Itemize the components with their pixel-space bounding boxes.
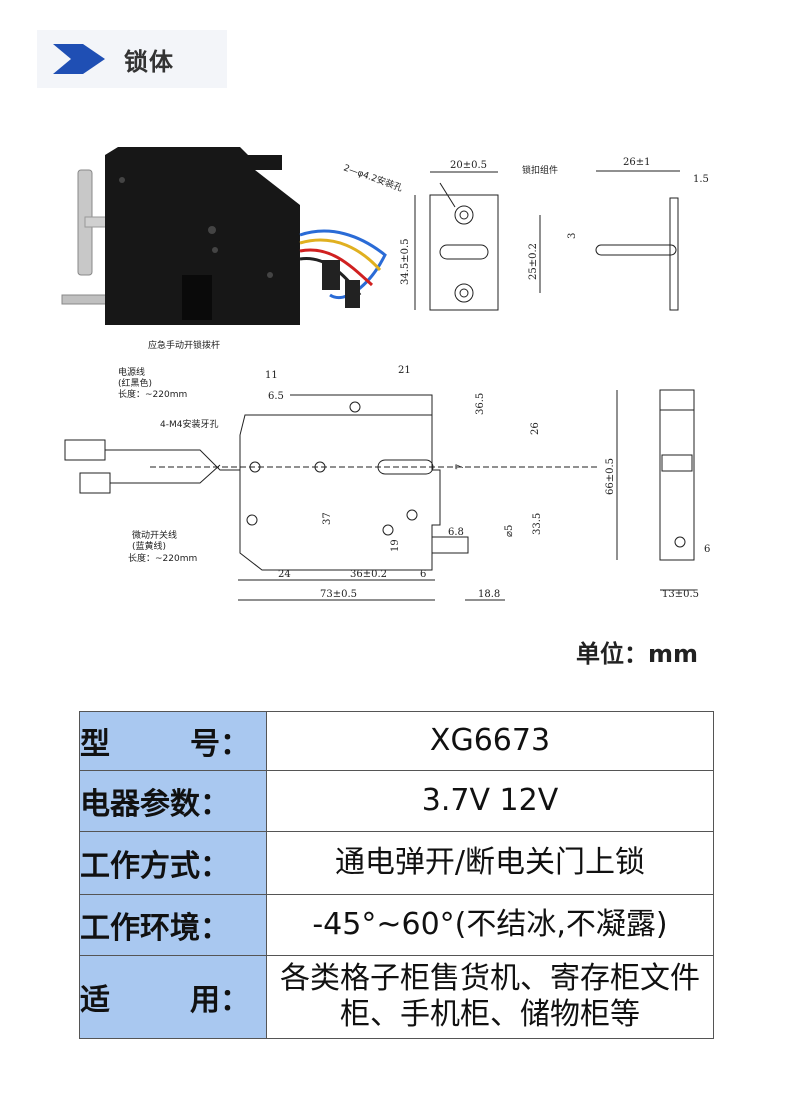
lock-photo xyxy=(61,147,387,325)
dim-7: 7 xyxy=(455,464,466,470)
dim-73: 73±0.5 xyxy=(320,589,357,600)
spec-value-mode: 通电弹开/断电关门上锁 xyxy=(266,831,714,895)
switch-wire-length: 长度：~220mm xyxy=(128,552,197,564)
dim-18-8: 18.8 xyxy=(478,589,500,600)
table-row: 适用： 各类格子柜售货机、寄存柜文件柜、手机柜、储物柜等 xyxy=(79,955,714,1039)
dim-36-5: 36.5 xyxy=(475,393,486,415)
spec-value-environment: -45°~60°(不结冰,不凝露) xyxy=(266,894,714,956)
dim-side-6: 6 xyxy=(704,544,710,555)
mount-hole-label: 2—φ4.2安装孔 xyxy=(342,162,404,194)
dim-24: 24 xyxy=(278,569,291,580)
dim-side-height: 66±0.5 xyxy=(605,458,616,495)
spec-key: 适用： xyxy=(79,955,267,1039)
section-title: 锁体 xyxy=(124,48,174,76)
power-wire-color: (红黑色) xyxy=(118,377,152,389)
dim-slot: 25±0.2 xyxy=(528,243,539,280)
unit-label: 单位：mm xyxy=(576,640,699,668)
switch-wire-color: (蓝黄线) xyxy=(132,540,166,552)
dim-width: 20±0.5 xyxy=(450,160,487,171)
dim-36: 36±0.2 xyxy=(350,569,387,580)
dim-6: 6 xyxy=(420,569,426,580)
side-view-drawing xyxy=(616,389,695,591)
technical-drawing: 2—φ4.2安装孔 20±0.5 34.5±0.5 25±0.2 锁扣组件 26… xyxy=(61,147,710,601)
dim-side-width: 13±0.5 xyxy=(662,589,699,600)
dim-33-5: 33.5 xyxy=(532,513,543,535)
dim-height: 34.5±0.5 xyxy=(400,238,411,285)
spec-table: 型号： XG6673 电器参数： 3.7V 12V 工作方式： 通电弹开/断电关… xyxy=(79,711,714,1039)
power-wire-title: 电源线 xyxy=(118,366,145,378)
table-row: 电器参数： 3.7V 12V xyxy=(79,770,714,832)
power-wire-length: 长度：~220mm xyxy=(118,388,187,400)
emergency-lever-label: 应急手动开锁拨杆 xyxy=(148,339,220,351)
spec-key: 工作环境： xyxy=(79,894,267,956)
spec-value-voltage: 3.7V 12V xyxy=(266,770,714,832)
chevron-right-icon xyxy=(53,44,105,74)
dim-19: 19 xyxy=(390,539,401,552)
dim-11: 11 xyxy=(265,370,278,381)
kit-label: 锁扣组件 xyxy=(522,164,558,176)
spec-key: 型号： xyxy=(79,711,267,771)
dim-side-thickness: 1.5 xyxy=(693,174,709,185)
dim-side-small: 3 xyxy=(567,233,578,239)
table-row: 型号： XG6673 xyxy=(79,711,714,771)
dim-6-8: 6.8 xyxy=(448,527,464,538)
spec-value-applications: 各类格子柜售货机、寄存柜文件柜、手机柜、储物柜等 xyxy=(266,955,714,1039)
spec-value-model: XG6673 xyxy=(266,711,714,771)
spec-key: 电器参数： xyxy=(79,770,267,832)
section-header: 锁体 xyxy=(37,30,227,88)
front-view-drawing xyxy=(64,394,600,601)
dim-21: 21 xyxy=(398,365,411,376)
dim-37: 37 xyxy=(322,512,333,525)
table-row: 工作方式： 通电弹开/断电关门上锁 xyxy=(79,831,714,895)
spec-key: 工作方式： xyxy=(79,831,267,895)
top-view-drawing xyxy=(414,170,680,311)
switch-wire-title: 微动开关线 xyxy=(132,529,177,541)
mount-thread-label: 4-M4安装牙孔 xyxy=(160,418,218,430)
table-row: 工作环境： -45°~60°(不结冰,不凝露) xyxy=(79,894,714,956)
dim-5: ⌀5 xyxy=(504,525,515,537)
dim-26: 26 xyxy=(530,422,541,435)
dim-6-5: 6.5 xyxy=(268,391,284,402)
dim-side-width: 26±1 xyxy=(623,157,650,168)
